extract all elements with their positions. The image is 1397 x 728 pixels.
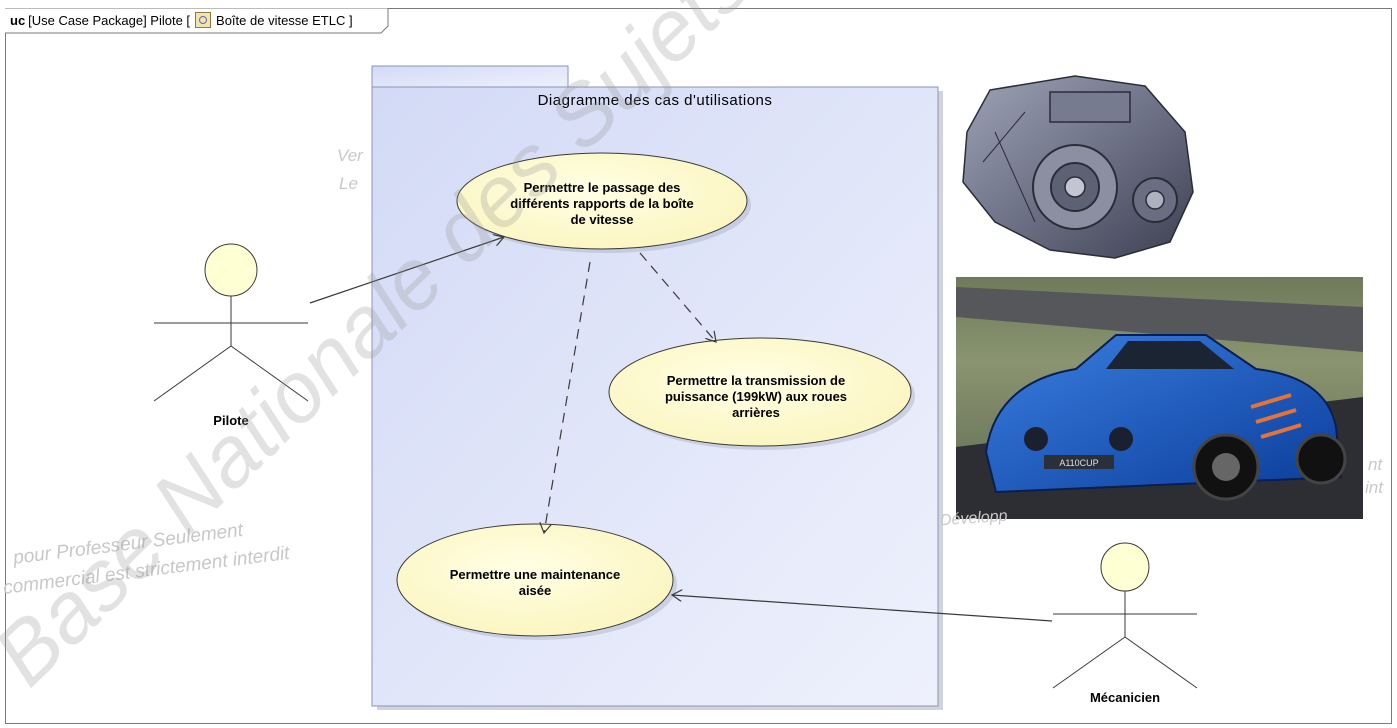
- watermark-right-2: int: [1365, 478, 1383, 497]
- use-case-2[interactable]: [608, 337, 912, 447]
- dependency-uc1-uc3: [544, 261, 591, 533]
- gearbox-photo: [962, 75, 1194, 259]
- diagram-frame: [5, 8, 1392, 724]
- car-photo: A110CUP: [956, 277, 1363, 519]
- use-case-3[interactable]: [396, 523, 674, 637]
- actor-pilote[interactable]: [153, 243, 309, 402]
- association-pilote-uc1: [309, 237, 504, 304]
- dependency-uc1-uc2: [639, 252, 716, 342]
- frame-kind: uc: [10, 12, 26, 28]
- frame-package-name: Boîte de vitesse ETLC ]: [216, 12, 353, 28]
- use-case-2-line-1: Permettre la transmission de: [666, 373, 846, 388]
- use-case-2-line-3: arrières: [732, 405, 780, 420]
- actor-pilote-label: Pilote: [213, 413, 249, 428]
- frame-header-text: [Use Case Package] Pilote [: [28, 12, 191, 28]
- use-case-1-line-2: différents rapports de la boîte: [510, 196, 694, 211]
- use-case-2-label: Permettre la transmission de puissance (…: [632, 373, 880, 421]
- watermark-right-1: nt: [1368, 455, 1383, 474]
- car-plate-text: A110CUP: [1059, 458, 1098, 468]
- use-case-3-line-1: Permettre une maintenance: [449, 567, 621, 582]
- association-mecanicien-uc3: [672, 595, 1053, 622]
- use-case-1-line-3: de vitesse: [570, 212, 634, 227]
- use-case-3-line-2: aisée: [518, 583, 552, 598]
- package-title: Diagramme des cas d'utilisations: [537, 92, 773, 109]
- watermark-mid-1: Ver: [337, 146, 363, 165]
- use-case-1[interactable]: [456, 152, 748, 250]
- frame-header: uc [Use Case Package] Pilote [ Boîte de …: [10, 12, 353, 28]
- watermark-mid-2: Le: [339, 174, 358, 193]
- use-case-2-line-2: puissance (199kW) aux roues: [664, 389, 848, 404]
- use-case-1-label: Permettre le passage des différents rapp…: [480, 180, 724, 228]
- package-icon: [195, 12, 212, 28]
- use-case-3-label: Permettre une maintenance aisée: [415, 567, 655, 599]
- use-case-1-line-1: Permettre le passage des: [523, 180, 681, 195]
- actor-mecanicien-label: Mécanicien: [1089, 690, 1161, 705]
- actor-mecanicien[interactable]: [1052, 542, 1198, 689]
